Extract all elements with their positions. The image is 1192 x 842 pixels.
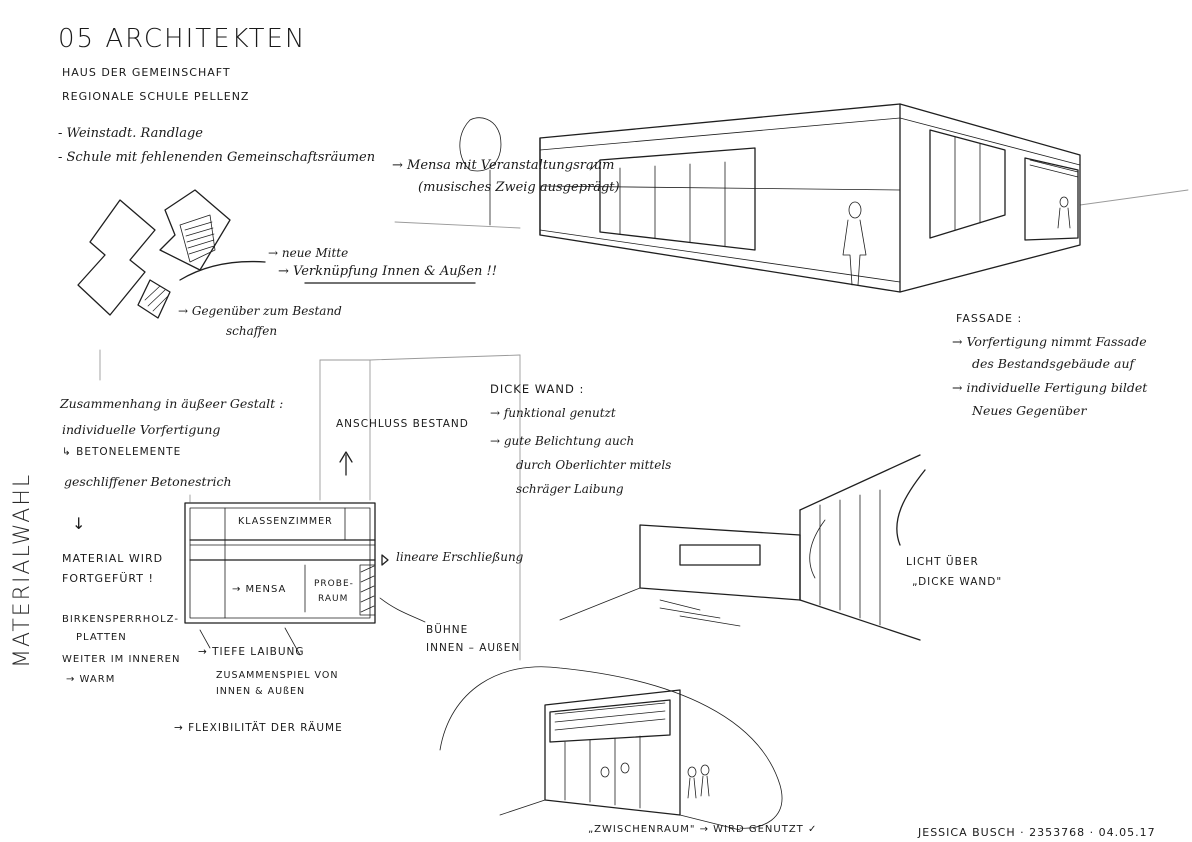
facade-heading: FASSADE : [956,312,1023,325]
note-music-branch: (musisches Zweig ausgeprägt) [418,180,620,195]
material-arrow: ↓ [72,514,86,533]
licht-line-1: LICHT ÜBER [906,556,979,568]
footer-author: JESSICA BUSCH · 2353768 · 04.05.17 [918,826,1156,839]
material-line-6: FORTGEFÜRT ! [62,572,154,585]
facade-line-1: → Vorfertigung nimmt Fassade [952,334,1147,349]
facade-line-3: → individuelle Fertigung bildet [952,380,1148,395]
material-line-1: Zusammenhang in äußeer Gestalt : [60,396,284,411]
note-erschliessung: lineare Erschließung [396,550,524,564]
note-flexibilitaet: → FLEXIBILITÄT DER RÄUME [174,722,343,734]
material-line-10: → WARM [66,674,116,685]
material-line-5: MATERIAL WIRD [62,552,164,565]
material-line-9: WEITER IM INNEREN [62,654,181,665]
materialwahl-label: MATERIALWAHL [10,472,35,668]
dicke-wand-line-4: schräger Laibung [516,482,624,496]
note-missing-rooms: - Schule mit fehlenenden Gemeinschaftsrä… [58,150,376,165]
footer-zwischenraum: „ZWISCHENRAUM" → WIRD GENUTZT ✓ [588,824,818,835]
note-new-center: → neue Mitte [268,246,349,260]
note-innen-aussen: INNEN – AUßEN [426,642,521,654]
dicke-wand-line-1: → funktional genutzt [490,406,616,420]
material-line-4: geschliffener Betonestrich [64,474,232,489]
note-opposite: → Gegenüber zum Bestand [178,304,342,318]
note-buehne: BÜHNE [426,624,469,636]
plan-anschluss-bestand: ANSCHLUSS BESTAND [336,418,469,430]
room-klassenzimmer: KLASSENZIMMER [238,516,333,527]
material-line-8: PLATTEN [76,632,127,643]
note-connection: → Verknüpfung Innen & Außen !! [278,264,497,279]
licht-line-2: „DICKE WAND" [912,576,1003,588]
building-perspective-sketch [394,103,1189,293]
room-mensa: → MENSA [232,584,287,595]
note-create: schaffen [226,324,278,338]
material-line-2: individuelle Vorfertigung [62,422,221,437]
school-name: REGIONALE SCHULE PELLENZ [62,90,250,103]
material-line-3: ↳ BETONELEMENTE [62,446,182,458]
page-title: 05 ARCHITEKTEN [58,24,307,54]
zwischenraum-sketch [439,666,783,831]
material-line-7: BIRKENSPERRHOLZ- [62,614,179,625]
interior-sketch [559,454,926,641]
dicke-wand-line-3: durch Oberlichter mittels [516,458,672,472]
note-tiefe-laibung: → TIEFE LAIBUNG [198,646,305,658]
room-probe: PROBE- [314,579,354,589]
floor-plan-sketch [99,349,521,661]
dicke-wand-line-2: → gute Belichtung auch [490,434,635,448]
site-plan-sketch [77,189,476,319]
room-raum: RAUM [318,594,349,604]
facade-line-2: des Bestandsgebäude auf [972,356,1135,371]
note-zusammenspiel-1: ZUSAMMENSPIEL VON [216,670,339,681]
note-zusammenspiel-2: INNEN & AUßEN [216,686,306,697]
note-mensa: → Mensa mit Veranstaltungsraum [392,158,615,173]
note-location: - Weinstadt. Randlage [58,126,203,141]
project-subtitle: HAUS DER GEMEINSCHAFT [62,66,231,79]
dicke-wand-heading: DICKE WAND : [490,382,585,396]
facade-line-4: Neues Gegenüber [972,403,1087,418]
